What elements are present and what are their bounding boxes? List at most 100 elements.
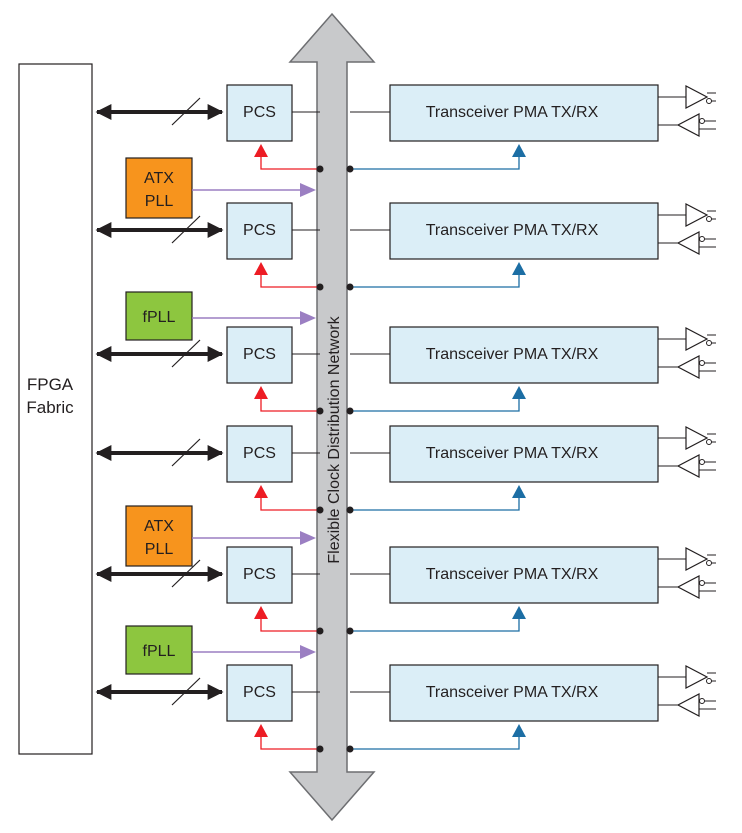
- pll-block-fpll: fPLL: [125, 625, 316, 675]
- tx-buffer-icon: [685, 547, 709, 571]
- pma-block: [389, 425, 659, 483]
- pll-feed-arrow: [300, 531, 316, 545]
- pll-label-line1: ATX: [144, 170, 174, 187]
- pll-block-atx: ATX PLL: [125, 157, 316, 219]
- pcs-clock-line: [260, 149, 320, 170]
- tap-dot: [316, 627, 324, 635]
- pll-block-atx: ATX PLL: [125, 505, 316, 567]
- pcs-clock-arrow: [254, 606, 268, 619]
- tx-buffer-icon: [685, 426, 709, 450]
- pma-clock-line: [350, 490, 520, 511]
- pll-block-fpll: fPLL: [125, 291, 316, 341]
- pcs-clock-arrow: [254, 724, 268, 737]
- tap-dot: [346, 407, 354, 415]
- tap-dot: [346, 506, 354, 514]
- rx-buffer-bubble: [699, 580, 705, 586]
- transceiver-channel: PCS Transceiver PMA TX/RX: [95, 326, 716, 415]
- bus-width-slash: [171, 339, 201, 368]
- pcs-label: PCS: [243, 346, 276, 363]
- pma-clock-arrow: [512, 485, 526, 498]
- tx-buffer-icon: [685, 327, 709, 351]
- pcs-block: [226, 202, 293, 260]
- pll-label-line1: ATX: [144, 518, 174, 535]
- bus-width-slash: [171, 215, 201, 244]
- pll-label-line2: PLL: [145, 541, 174, 558]
- tx-buffer-bubble: [706, 678, 712, 684]
- rx-buffer-icon: [676, 113, 700, 137]
- rx-buffer-icon: [676, 355, 700, 379]
- rx-buffer-icon: [676, 693, 700, 717]
- tap-dot: [316, 165, 324, 173]
- pcs-clock-arrow: [254, 262, 268, 275]
- pcs-block: [226, 664, 293, 722]
- pcs-clock-arrow: [254, 386, 268, 399]
- pll-box: [125, 625, 193, 675]
- bus-width-slash: [171, 677, 201, 706]
- bus-width-slash: [171, 438, 201, 467]
- pma-clock-line: [350, 267, 520, 288]
- pcs-block: [226, 546, 293, 604]
- tx-buffer-icon: [685, 85, 709, 109]
- rx-buffer-bubble: [699, 459, 705, 465]
- pma-clock-arrow: [512, 606, 526, 619]
- pcs-label: PCS: [243, 566, 276, 583]
- pcs-clock-arrow: [254, 485, 268, 498]
- tap-dot: [316, 407, 324, 415]
- pcs-clock-line: [260, 611, 320, 632]
- network-label: Flexible Clock Distribution Network: [326, 315, 343, 563]
- pll-feed-arrow: [300, 645, 316, 659]
- pma-clock-line: [350, 611, 520, 632]
- pma-clock-line: [350, 149, 520, 170]
- pma-clock-arrow: [512, 724, 526, 737]
- pcs-clock-arrow: [254, 144, 268, 157]
- tap-dot: [346, 745, 354, 753]
- pma-block: [389, 84, 659, 142]
- tx-buffer-bubble: [706, 340, 712, 346]
- fpga-fabric-block: FPGA Fabric: [18, 63, 93, 755]
- pma-clock-arrow: [512, 144, 526, 157]
- pma-label: Transceiver PMA TX/RX: [426, 346, 599, 363]
- tap-dot: [316, 506, 324, 514]
- pcs-label: PCS: [243, 445, 276, 462]
- pll-box: [125, 505, 193, 567]
- tx-buffer-bubble: [706, 216, 712, 222]
- pll-label-line2: PLL: [145, 193, 174, 210]
- tap-dot: [316, 283, 324, 291]
- pll-label-line1: fPLL: [143, 309, 176, 326]
- tx-buffer-bubble: [706, 560, 712, 566]
- pma-clock-line: [350, 391, 520, 412]
- fabric-label-line2: Fabric: [26, 398, 74, 417]
- pll-label-line1: fPLL: [143, 643, 176, 660]
- pll-feed-arrow: [300, 183, 316, 197]
- rx-buffer-bubble: [699, 698, 705, 704]
- tx-buffer-icon: [685, 203, 709, 227]
- pll-box: [125, 291, 193, 341]
- pcs-label: PCS: [243, 684, 276, 701]
- pma-block: [389, 664, 659, 722]
- rx-buffer-icon: [676, 575, 700, 599]
- pma-clock-arrow: [512, 386, 526, 399]
- tx-buffer-icon: [685, 665, 709, 689]
- tap-dot: [316, 745, 324, 753]
- rx-buffer-icon: [676, 454, 700, 478]
- pma-clock-line: [350, 729, 520, 750]
- transceiver-channel: PCS Transceiver PMA TX/RX: [95, 202, 716, 291]
- clock-distribution-network: Flexible Clock Distribution Network: [288, 12, 376, 822]
- pma-label: Transceiver PMA TX/RX: [426, 222, 599, 239]
- tap-dot: [346, 627, 354, 635]
- pcs-block: [226, 326, 293, 384]
- tx-buffer-bubble: [706, 439, 712, 445]
- pcs-label: PCS: [243, 104, 276, 121]
- pcs-block: [226, 84, 293, 142]
- pcs-clock-line: [260, 490, 320, 511]
- rx-buffer-bubble: [699, 360, 705, 366]
- bus-width-slash: [171, 559, 201, 588]
- pcs-label: PCS: [243, 222, 276, 239]
- pcs-block: [226, 425, 293, 483]
- pcs-clock-line: [260, 391, 320, 412]
